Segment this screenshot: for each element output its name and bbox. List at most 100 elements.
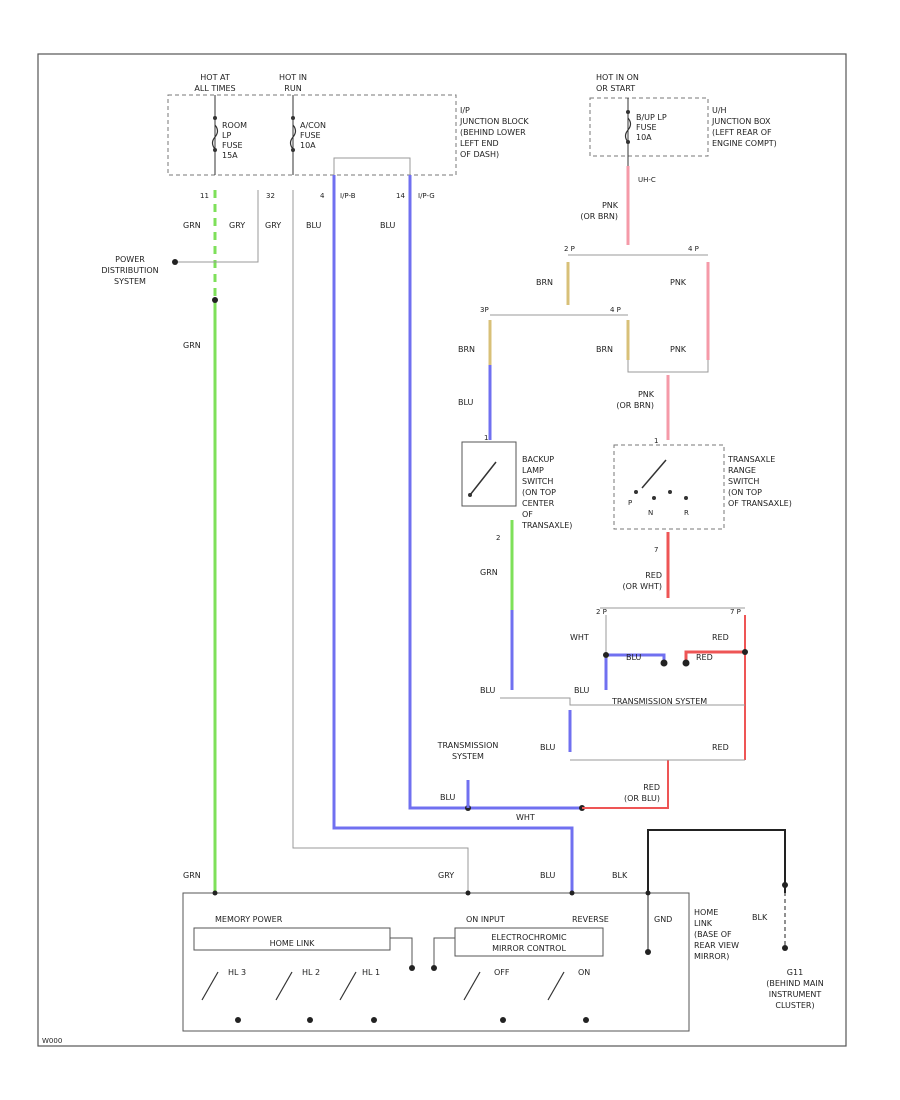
uhjb-desc-3: (LEFT REAR OF — [712, 128, 772, 137]
ipjb-desc-1: I/P — [460, 106, 470, 115]
ipjb-desc-2: JUNCTION BLOCK — [459, 117, 529, 126]
svg-text:RED(OR BLU): RED (OR BLU) — [624, 783, 660, 803]
pin-32: 32 — [266, 192, 275, 200]
wire-label-grn-4: GRN — [480, 568, 498, 577]
wire-blu-reverse — [332, 175, 574, 893]
mirror-lbl-3: (BASE OF — [694, 930, 732, 939]
range-lbl-3: SWITCH — [728, 477, 759, 486]
range-lbl-1: TRANSAXLE — [727, 455, 775, 464]
hot-on-start-2: OR START — [596, 84, 635, 93]
pnk-or-brn-2a: PNK — [638, 390, 655, 399]
wire-label-wht-1: WHT — [516, 813, 535, 822]
trans-system-1: TRANSMISSION SYSTEM — [611, 697, 707, 706]
g11-lbl-4: CLUSTER) — [775, 1001, 814, 1010]
fuse-bup-3: 10A — [636, 133, 652, 142]
hot-at-all-line-2: ALL TIMES — [194, 84, 235, 93]
connector-ip-b: I/P-B — [340, 192, 356, 200]
wire-power-distribution — [175, 190, 259, 263]
wire-label-gry-2: GRY — [265, 221, 281, 230]
fuse-acc-2: FUSE — [300, 131, 321, 140]
pin-uh-c: UH-C — [638, 176, 656, 184]
hot-at-all-line-1: HOT AT — [200, 73, 230, 82]
power-dist-3: SYSTEM — [114, 277, 146, 286]
mirror-lbl-2: LINK — [694, 919, 713, 928]
wire-label-gry-3: GRY — [438, 871, 454, 880]
uhjb-desc-1: U/H — [712, 106, 727, 115]
svg-text:PNK(OR BRN): PNK(OR BRN) — [580, 201, 618, 221]
footer-code: W000 — [42, 1037, 62, 1045]
diagram-frame — [37, 53, 847, 1047]
mirror-lbl-1: HOME — [694, 908, 718, 917]
svg-text:PNK(OR BRN): PNK (OR BRN) — [616, 390, 654, 410]
wire-red-or-blu — [582, 760, 669, 809]
backup-lbl-7: TRANSAXLE) — [521, 521, 572, 530]
backup-lbl-2: LAMP — [522, 466, 544, 475]
backup-lbl-4: (ON TOP — [522, 488, 556, 497]
splice-s3: 3P — [480, 306, 489, 314]
fuse-acc-3: 10A — [300, 141, 316, 150]
splice-s6: 7 P — [730, 608, 741, 616]
red-or-wht-2: (OR WHT) — [623, 582, 662, 591]
fuse-acc-1: A/CON — [300, 121, 326, 130]
fuse-room-1: ROOM — [222, 121, 247, 130]
mirror-gnd: GND — [654, 915, 672, 924]
mirror-hl3: HL 3 — [228, 968, 246, 977]
backup-pin-bot: 2 — [496, 534, 500, 542]
fuse-room-4: 15A — [222, 151, 238, 160]
hot-in-run-line-1: HOT IN — [279, 73, 307, 82]
range-pin-bot: 7 — [654, 546, 658, 554]
uhjb-desc-4: ENGINE COMPT) — [712, 139, 777, 148]
mirror-off: OFF — [494, 968, 510, 977]
wire-label-brn-2: BRN — [458, 345, 475, 354]
wire-label-brn-3: BRN — [596, 345, 613, 354]
wire-label-pnk-1: PNK — [670, 278, 687, 287]
splice-s5: 2 P — [596, 608, 607, 616]
range-n: N — [648, 509, 653, 517]
wire-label-blu-7: BLU — [480, 686, 496, 695]
splice-s2: 4 P — [688, 245, 699, 253]
wire-label-wht-2: WHT — [570, 633, 589, 642]
range-pin-top: 1 — [654, 437, 658, 445]
mirror-on: ON — [578, 968, 590, 977]
mirror-home-link: HOME LINK — [270, 939, 316, 948]
backup-pin-top: 1 — [484, 434, 488, 442]
pnk-or-brn-2b: (OR BRN) — [616, 401, 654, 410]
range-lbl-2: RANGE — [728, 466, 756, 475]
red-or-blu-2: (OR BLU) — [624, 794, 660, 803]
mirror-lbl-5: MIRROR) — [694, 952, 729, 961]
backup-lbl-6: OF — [522, 510, 533, 519]
range-p: P — [628, 499, 632, 507]
g11-lbl-2: (BEHIND MAIN — [766, 979, 823, 988]
mirror-lbl-4: REAR VIEW — [694, 941, 739, 950]
wire-label-red-2: RED — [696, 653, 713, 662]
wire-blu-14 — [408, 175, 582, 810]
ipjb-desc-5: OF DASH) — [460, 150, 499, 159]
range-lbl-5: OF TRANSAXLE) — [728, 499, 792, 508]
fuse-room-2: LP — [222, 131, 231, 140]
g11-lbl-3: INSTRUMENT — [769, 990, 822, 999]
fuse-bup-2: FUSE — [636, 123, 657, 132]
wire-label-blu-4: BLU — [440, 793, 456, 802]
fuse-bup-1: B/UP LP — [636, 113, 667, 122]
wire-label-red-3: RED — [712, 743, 729, 752]
wire-label-blu-9: BLU — [540, 743, 556, 752]
connector-ip-g: I/P-G — [418, 192, 435, 200]
backup-lbl-1: BACKUP — [522, 455, 554, 464]
pin-4: 4 — [320, 192, 325, 200]
mirror-reverse: REVERSE — [572, 915, 609, 924]
wire-label-gry-1: GRY — [229, 221, 245, 230]
pin-14: 14 — [396, 192, 405, 200]
red-or-blu-1: RED — [643, 783, 660, 792]
